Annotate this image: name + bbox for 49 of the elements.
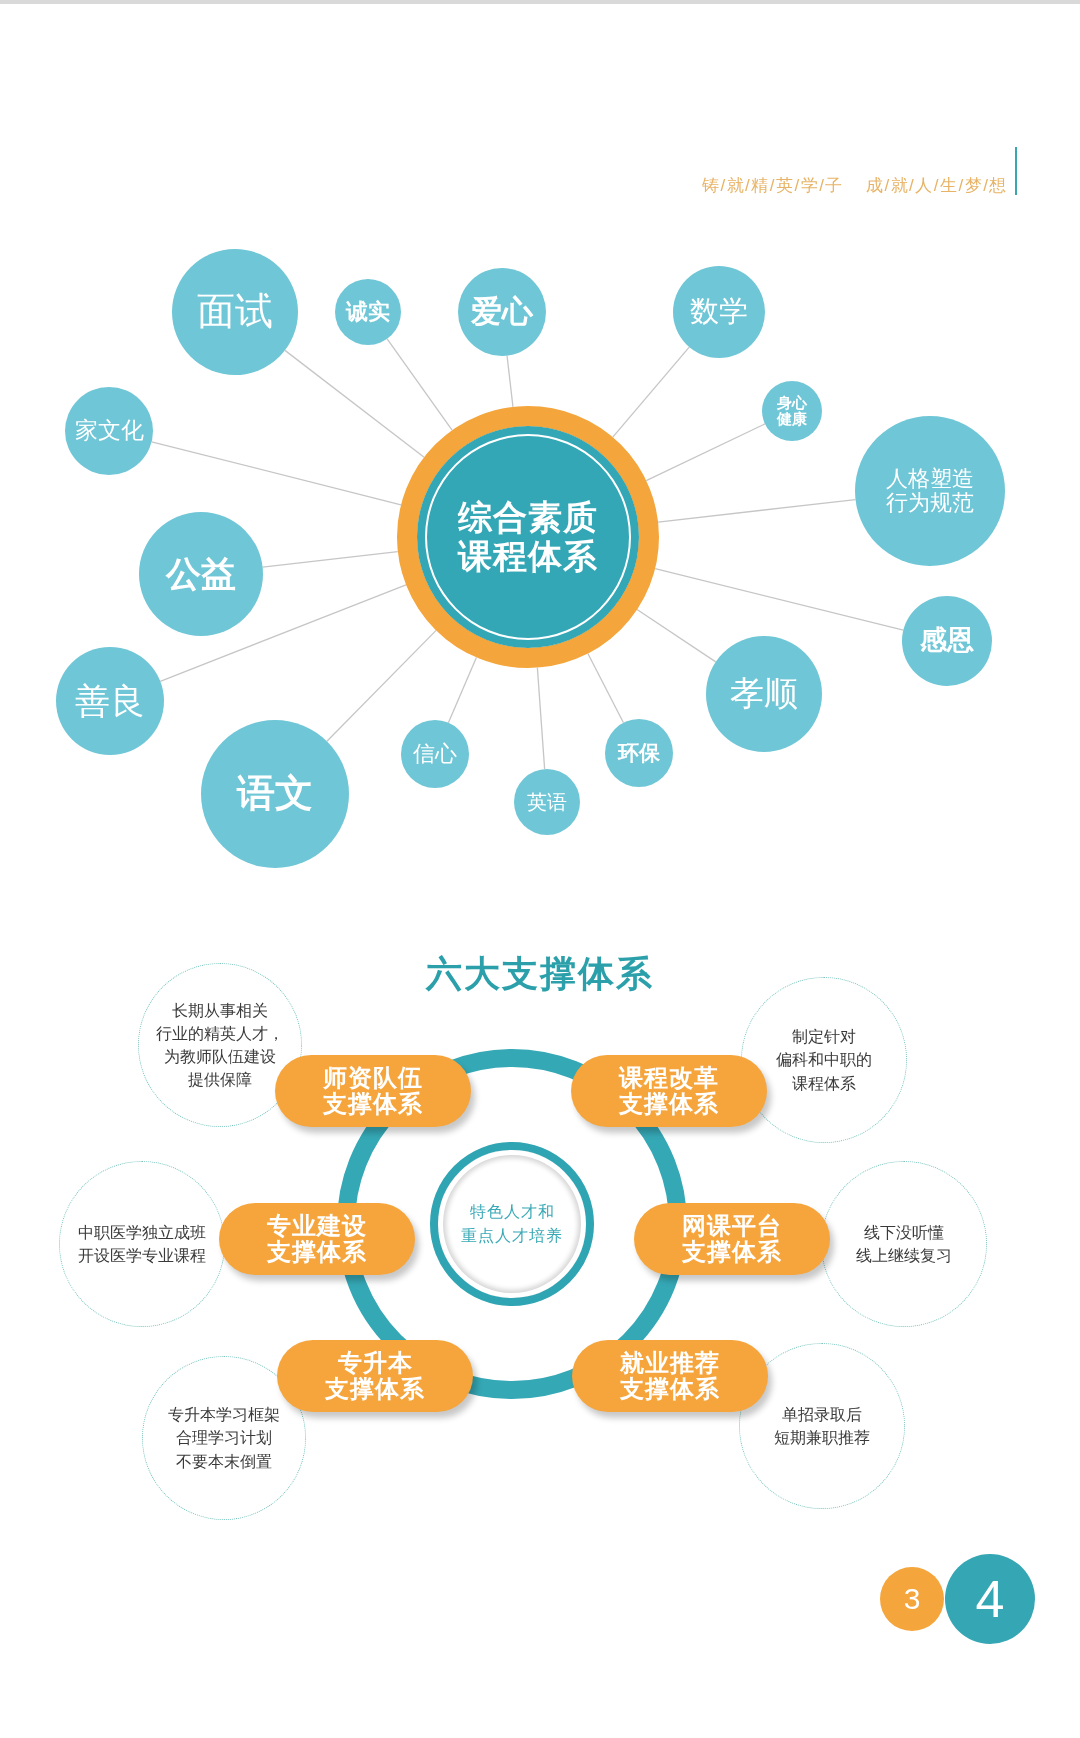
support-label: 就业推荐支撑体系 xyxy=(620,1349,720,1403)
support-pill xyxy=(219,1203,415,1275)
topic-label: 身心健康 xyxy=(777,394,807,428)
note-text: 线下没听懂线上继续复习 xyxy=(856,1222,952,1266)
connector-line xyxy=(386,338,453,431)
topic-label: 感恩 xyxy=(920,626,974,656)
note-text: 中职医学独立成班开设医学专业课程 xyxy=(78,1222,206,1266)
topic-label: 环保 xyxy=(618,741,660,765)
support-pill xyxy=(572,1340,768,1412)
topic-label: 公益 xyxy=(166,554,236,594)
support-label: 师资队伍支撑体系 xyxy=(323,1064,423,1118)
topic-label: 语文 xyxy=(237,773,313,815)
connector-line xyxy=(636,608,717,663)
support-pill xyxy=(275,1055,471,1127)
slogan-text: 铸/就/精/英/学/子 xyxy=(701,176,844,196)
topic-label: 家文化 xyxy=(74,418,144,444)
support-pill xyxy=(277,1340,473,1412)
page-number: 3 xyxy=(903,1584,921,1614)
note-text: 制定针对偏科和中职的课程体系 xyxy=(776,1027,872,1094)
support-pill xyxy=(634,1203,830,1275)
topic-label: 诚实 xyxy=(346,299,390,325)
connector-line xyxy=(506,355,514,408)
topic-label: 面试 xyxy=(197,291,273,333)
connector-line xyxy=(326,629,437,742)
connector-line xyxy=(284,349,425,458)
support-label: 专业建设支撑体系 xyxy=(267,1212,367,1266)
topic-label: 英语 xyxy=(527,791,567,813)
topic-label: 爱心 xyxy=(471,294,533,330)
note-text: 单招录取后短期兼职推荐 xyxy=(774,1404,870,1448)
topic-label: 善良 xyxy=(75,681,145,721)
section-title: 六大支撑体系 xyxy=(426,952,654,996)
support-pill xyxy=(571,1055,767,1127)
topic-label: 孝顺 xyxy=(730,675,798,713)
connector-line xyxy=(536,667,546,770)
support-label: 课程改革支撑体系 xyxy=(619,1064,719,1118)
topic-label: 人格塑造行为规范 xyxy=(886,466,974,516)
connector-line xyxy=(612,346,690,438)
hub-title: 综合素质课程体系 xyxy=(458,497,598,577)
note-text: 专升本学习框架合理学习计划不要本末倒置 xyxy=(168,1405,280,1472)
connector-line xyxy=(261,551,399,568)
note-text: 长期从事相关行业的精英人才，为教师队伍建设提供保障 xyxy=(156,1000,284,1091)
slogan-text: 成/就/人/生/梦/想 xyxy=(865,176,1008,196)
support-label: 网课平台支撑体系 xyxy=(682,1212,782,1266)
page-number: 4 xyxy=(975,1573,1005,1625)
core-text: 特色人才和重点人才培养 xyxy=(461,1202,563,1246)
topic-label: 数学 xyxy=(690,296,748,328)
topic-label: 信心 xyxy=(413,741,457,767)
topic-bubble xyxy=(762,381,822,441)
support-label: 专升本支撑体系 xyxy=(325,1349,425,1403)
